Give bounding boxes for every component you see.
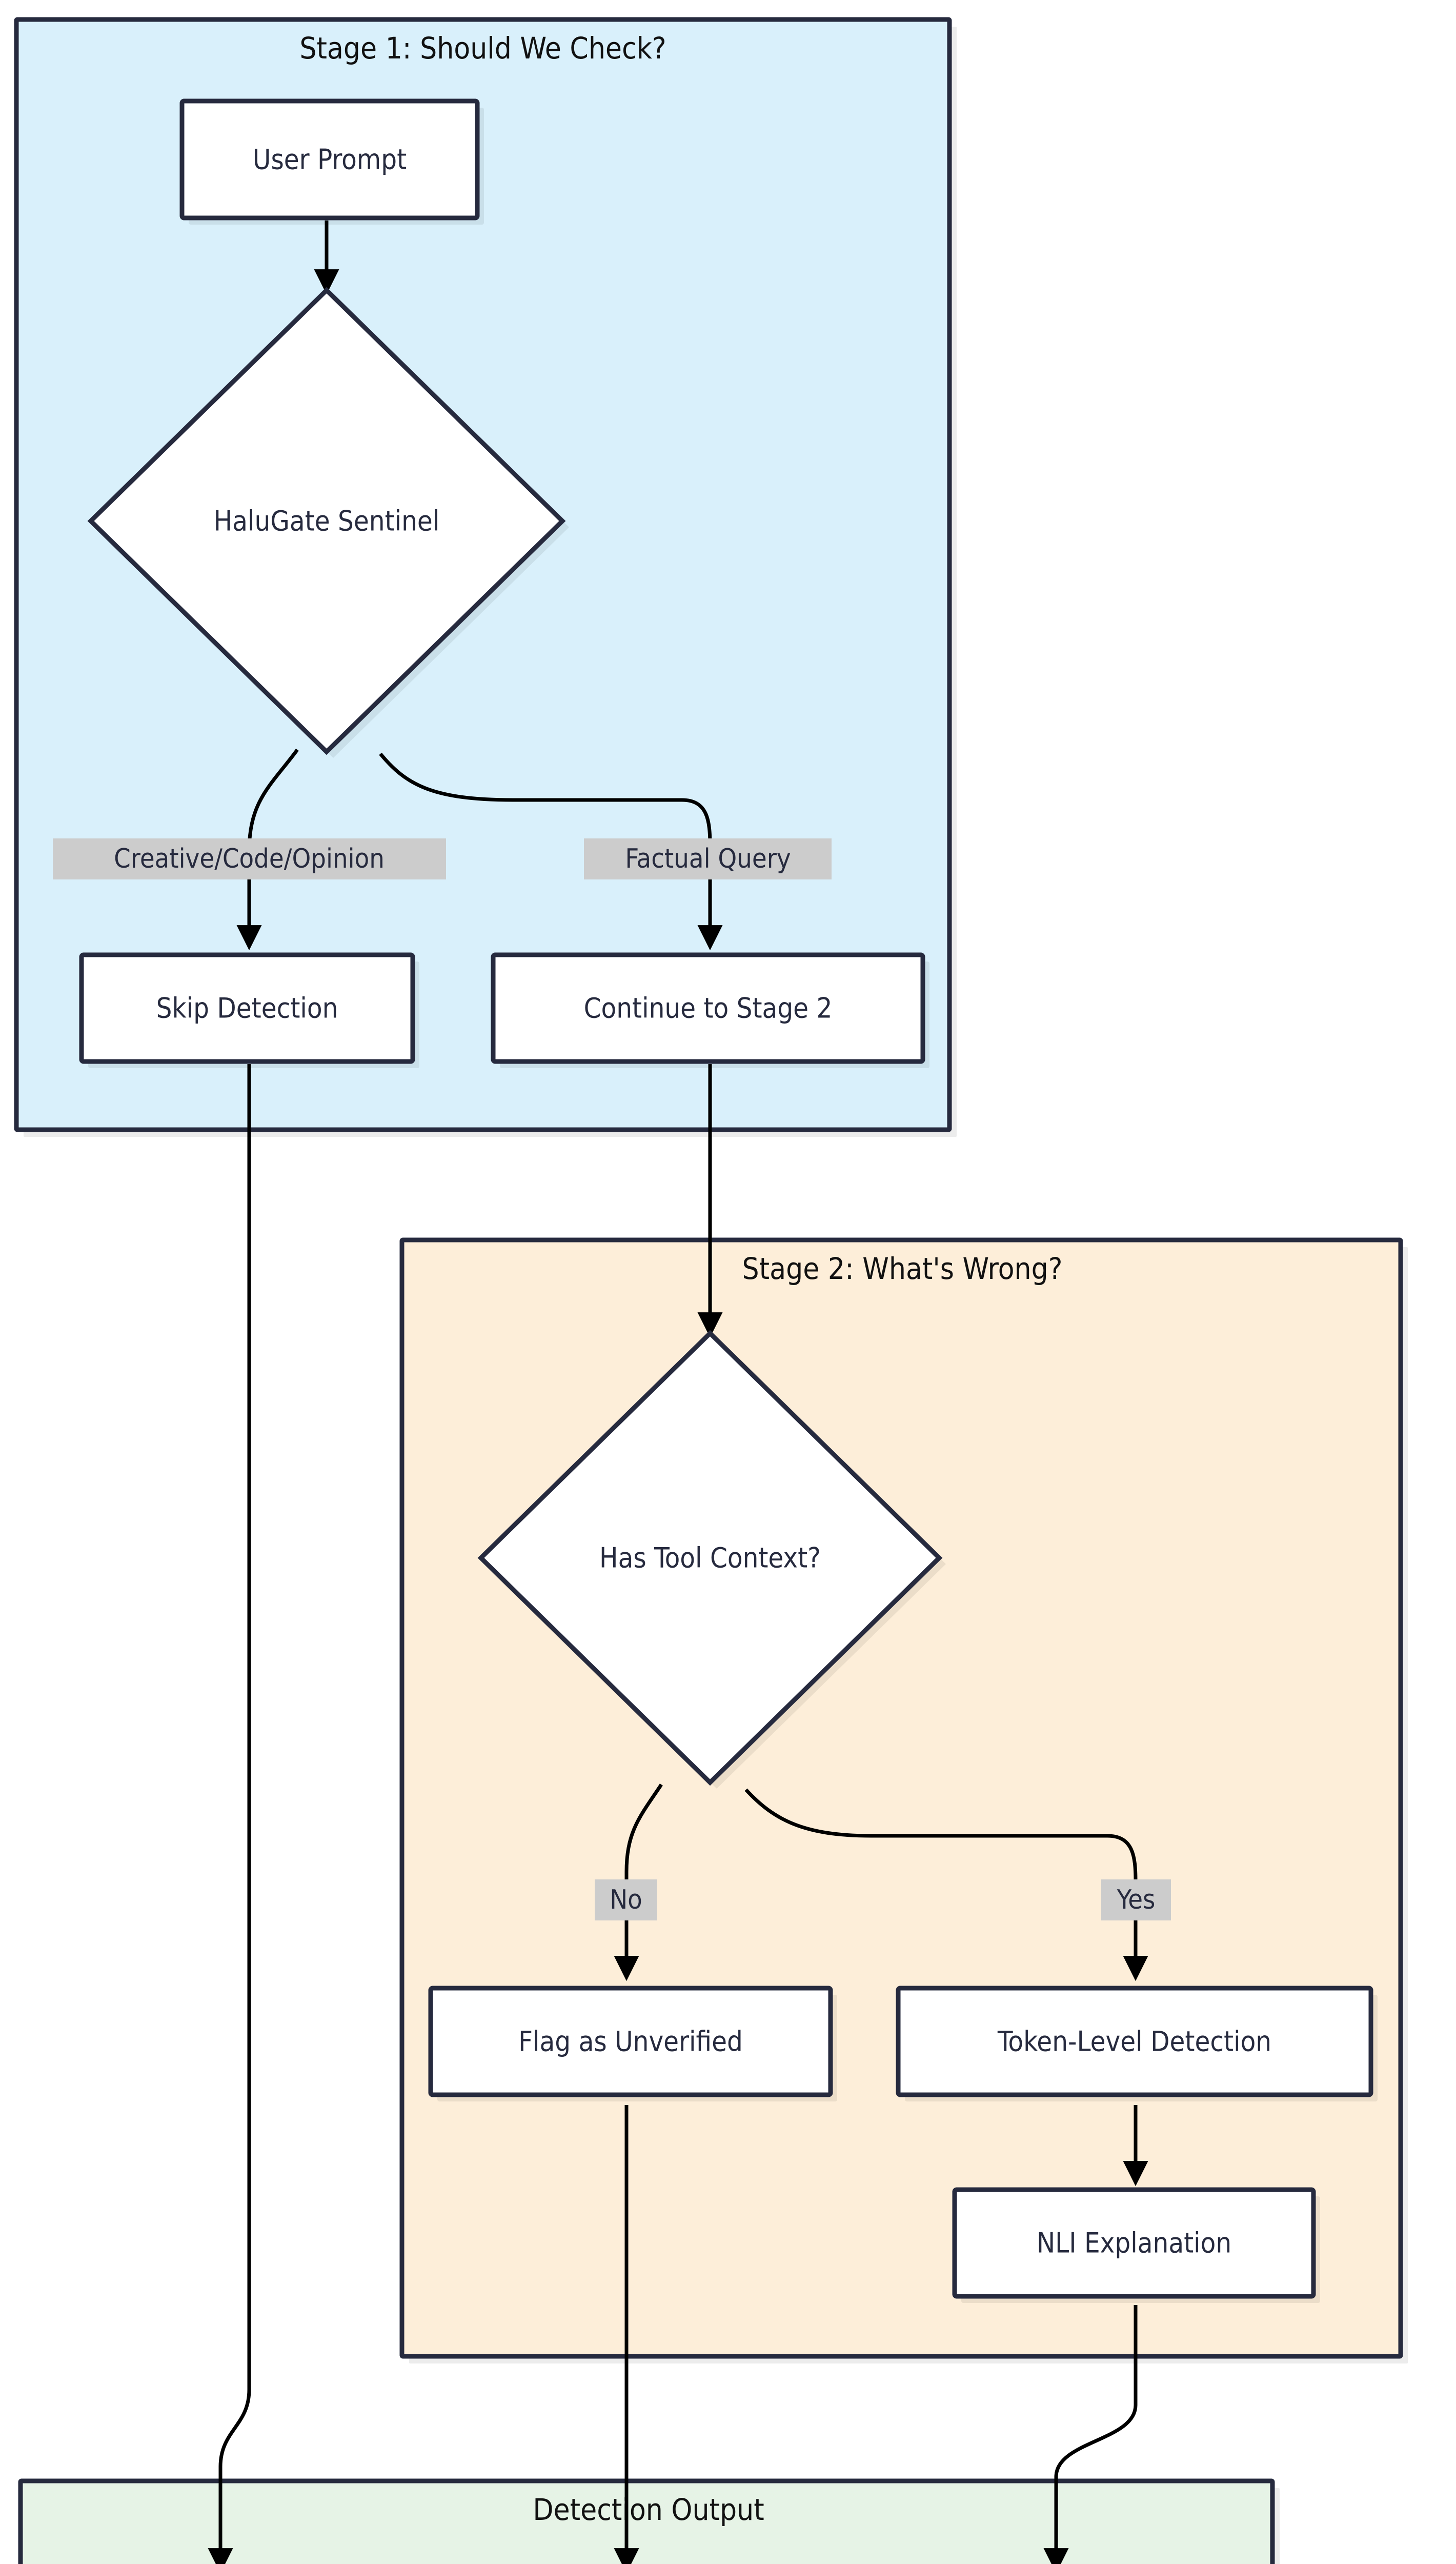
edge-label-factual-query: Factual Query [584,838,832,879]
node-halugate-sentinel[interactable]: HaluGate Sentinel [87,287,569,758]
edge-label-no: No [595,1879,657,1920]
edge-has-tool-context-to-token-detection [744,1788,1148,1981]
node-user-prompt-label: User Prompt [253,144,407,176]
edge-has-tool-context-to-flag-unverified [614,1784,663,1981]
cluster-output-title: Detection Output [533,2492,764,2527]
edge-label-no-text: No [610,1885,642,1915]
node-has-tool-context[interactable]: Has Tool Context? [477,1330,946,1789]
node-skip-detection-box[interactable] [79,952,415,1064]
edge-label-creative-code-opinion: Creative/Code/Opinion [53,838,446,879]
edges [208,221,1148,2564]
node-flag-as-unverified-label: Flag as Unverified [518,2026,743,2058]
cluster-output: Detection Output [18,2478,1280,2564]
cluster-stage1-title: Stage 1: Should We Check? [299,31,666,66]
node-token-level-detection-box[interactable] [896,1986,1373,2097]
node-continue-to-stage-2[interactable]: Continue to Stage 2 [491,952,929,1068]
node-halugate-sentinel-shape[interactable] [87,287,566,755]
node-has-tool-context-label: Has Tool Context? [599,1542,821,1574]
node-nli-explanation-label: NLI Explanation [1037,2227,1231,2259]
node-token-level-detection-label: Token-Level Detection [997,2026,1271,2058]
node-flag-as-unverified-box[interactable] [428,1986,833,2097]
edge-nli-explanation-to-detailed-report [1043,2305,1138,2564]
node-nli-explanation-box[interactable] [952,2187,1316,2299]
node-nli-explanation[interactable]: NLI Explanation [952,2187,1320,2303]
node-token-level-detection[interactable]: Token-Level Detection [896,1986,1378,2101]
node-skip-detection[interactable]: Skip Detection [79,952,419,1068]
cluster-stage2-title: Stage 2: What's Wrong? [742,1251,1063,1286]
node-has-tool-context-shape[interactable] [477,1330,943,1786]
edge-label-factual-query-text: Factual Query [625,844,791,874]
node-user-prompt[interactable]: User Prompt [179,98,484,225]
node-user-prompt-box[interactable] [179,98,480,221]
node-skip-detection-label: Skip Detection [156,992,338,1025]
edge-label-creative-code-opinion-text: Creative/Code/Opinion [114,844,385,874]
node-continue-to-stage-2-label: Continue to Stage 2 [584,992,833,1025]
edge-label-yes: Yes [1101,1879,1171,1920]
node-continue-to-stage-2-box[interactable] [491,952,925,1064]
node-halugate-sentinel-label: HaluGate Sentinel [214,505,440,537]
edge-label-yes-text: Yes [1117,1885,1156,1915]
cluster-output-box [18,2478,1275,2564]
node-flag-as-unverified[interactable]: Flag as Unverified [428,1986,837,2101]
edge-halugate-to-continue-stage2 [379,752,723,951]
edge-skip-detection-to-pass-through [208,1064,251,2564]
